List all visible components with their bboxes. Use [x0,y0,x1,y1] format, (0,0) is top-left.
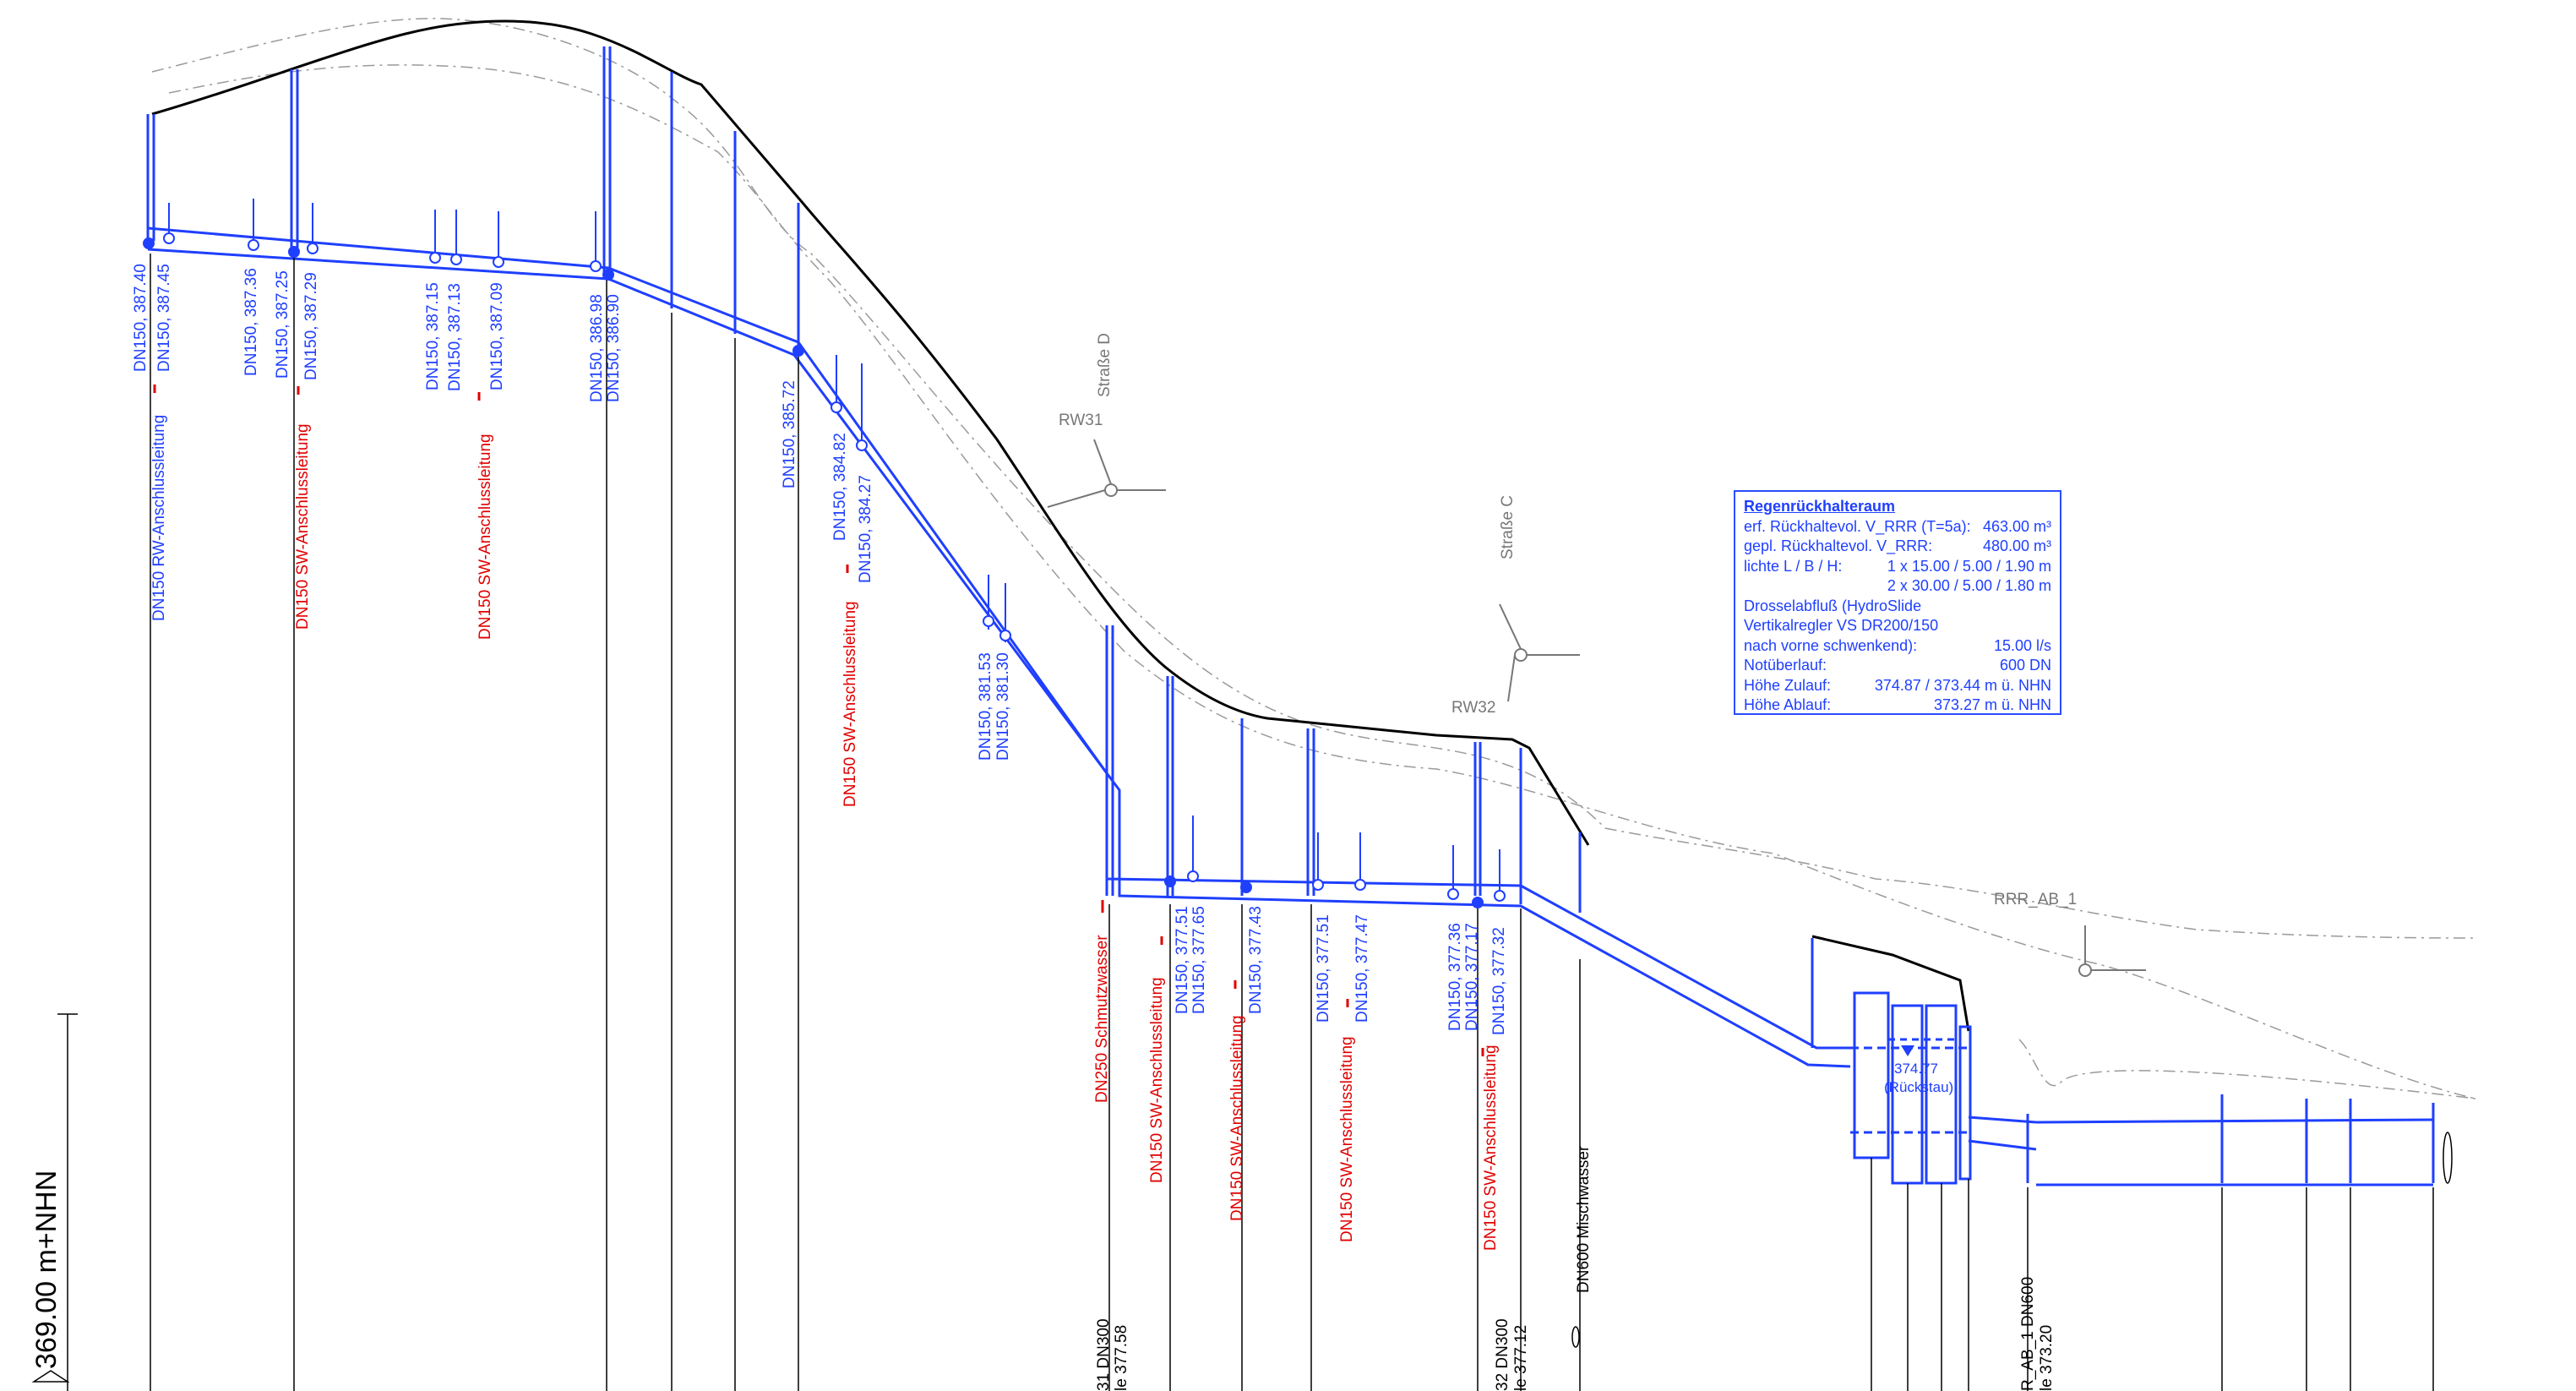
dn600-label: DN600 Mischwasser [1575,1145,1593,1293]
bottom-label: R_AB_1 DN600 [2019,1277,2037,1391]
station-verticals [67,254,2434,1391]
retention-box-row: erf. Rückhaltevol. V_RRR (T=5a): 463.00 m… [1744,517,2051,537]
bottom-label: le 377.12 [1512,1325,1530,1391]
dn250-label: DN250 Schmutzwasser [1093,935,1111,1103]
retention-box-row: Notüberlauf: 600 DN [1744,656,2051,676]
manholes [146,46,2435,1183]
retention-box-row: Höhe Zulauf: 374.87 / 373.44 m ü. NHN [1744,676,2051,696]
node-label-rw32: RW32 [1451,699,1495,717]
dn600-oval [1571,1326,1580,1348]
retention-row-value: 480.00 m³ [1982,537,2051,554]
manhole-dots [143,237,1484,908]
connection-label: DN150, 387.45 [155,264,173,372]
retention-box-rows: erf. Rückhaltevol. V_RRR (T=5a): 463.00 m… [1744,517,2051,716]
bottom-label: le 373.20 [2038,1325,2056,1391]
connection-label: DN150, 377.51 [1315,914,1332,1023]
node-markers [1047,439,2146,977]
water-level-value: 374.77 [1894,1061,1938,1077]
retention-box-row: gepl. Rückhaltevol. V_RRR: 480.00 m³ [1744,537,2051,557]
connection-label: DN150, 386.90 [605,294,623,402]
connection-label: DN150, 381.53 [977,652,994,761]
node-label-rw31: RW31 [1059,412,1103,429]
retention-row-value: 374.87 / 373.44 m ü. NHN [1874,676,2051,694]
retention-row-label: Notüberlauf: [1744,657,1827,674]
retention-row-label: Höhe Zulauf: [1744,676,1832,694]
rw-connection-label: DN150 RW-Anschlussleitung [150,415,168,621]
connection-label: DN150, 377.17 [1463,923,1481,1031]
connection-label: DN150, 387.36 [242,268,260,376]
elevation-label: 369.00 m+NHN [30,1170,63,1369]
retention-row-value: 463.00 m³ [1982,517,2051,535]
connection-label: DN150, 377.43 [1247,906,1265,1014]
connection-label: DN150, 387.15 [424,282,442,390]
retention-row-value: 373.27 m ü. NHN [1933,696,2051,713]
connection-label: DN150, 387.29 [302,272,320,380]
sw-connection-label: DN150 SW-Anschlussleitung [1148,977,1166,1183]
sw-connection-label: DN150 SW-Anschlussleitung [1338,1036,1356,1242]
node-label-rrr-ab-1: RRR_AB_1 [1994,891,2077,908]
retention-row-label: erf. Rückhaltevol. V_RRR (T=5a): [1744,517,1971,535]
sw-connection-label: DN150 SW-Anschlussleitung [294,423,312,630]
sw-connection-label: DN150 SW-Anschlussleitung [841,601,859,807]
connection-label: DN150, 384.82 [831,433,849,541]
pipe-end-oval [2443,1132,2453,1184]
retention-row-label: Vertikalregler VS DR200/150 [1744,617,1939,634]
retention-row-value: 2 x 30.00 / 5.00 / 1.80 m [1887,577,2051,594]
connection-label: DN150, 387.40 [132,264,150,372]
connection-label: DN150, 381.30 [994,652,1012,761]
sw-connection-label: DN150 SW-Anschlussleitung [477,434,494,640]
connection-label: DN150, 387.13 [446,283,464,391]
connection-label: DN150, 377.47 [1353,914,1371,1023]
retention-row-value: 15.00 l/s [1993,636,2051,654]
water-level-note: (Rückstau) [1884,1079,1953,1095]
bottom-label: 31 DN300 [1095,1318,1113,1391]
water-level-marker [1901,1045,1914,1056]
retention-box-row: nach vorne schwenkend): 15.00 l/s [1744,636,2051,657]
bottom-label: 32 DN300 [1494,1318,1511,1391]
retention-row-value: 600 DN [1999,657,2051,674]
elevation-marker [31,1013,78,1383]
retention-box-row: lichte L / B / H: 1 x 15.00 / 5.00 / 1.90… [1744,557,2051,577]
retention-row-value: 1 x 15.00 / 5.00 / 1.90 m [1887,557,2051,575]
sw-connection-label: DN150 SW-Anschlussleitung [1482,1045,1500,1251]
retention-row-label: Höhe Ablauf: [1744,696,1832,713]
sw-connection-label: DN150 SW-Anschlussleitung [1228,1015,1246,1221]
retention-info-box: Regenrückhalteraum erf. Rückhaltevol. V_… [1734,490,2061,715]
connection-label: DN150, 377.65 [1190,906,1208,1014]
existing-terrain-lines [151,18,2476,1099]
retention-box-row: Vertikalregler VS DR200/150 [1744,616,2051,636]
retention-row-label: nach vorne schwenkend): [1744,636,1918,654]
connection-label: DN150, 387.09 [488,282,506,390]
connection-labels: DN150, 387.40 DN150, 387.45 DN150, 387.3… [132,264,1508,1035]
connection-label: DN150, 385.72 [781,380,798,488]
sewage-dash-markers [153,385,1484,1056]
retention-row-label: gepl. Rückhaltevol. V_RRR: [1744,537,1933,554]
connection-label: DN150, 377.36 [1446,923,1464,1031]
connection-label: DN150, 377.51 [1174,906,1191,1014]
retention-box-row: Drosselabfluß (HydroSlide [1744,597,2051,617]
retention-row-label: Drosselabfluß (HydroSlide [1744,597,1922,614]
street-label-d: Straße D [1096,333,1114,397]
connection-stubs [163,199,1506,902]
connection-label: DN150, 377.32 [1490,927,1508,1035]
connection-label: DN150, 386.98 [588,294,606,402]
retention-box-row: Höhe Ablauf: 373.27 m ü. NHN [1744,696,2051,716]
retention-box-title: Regenrückhalteraum [1744,498,1896,515]
planned-terrain-line [151,19,1970,1032]
bottom-label: le 377.58 [1113,1325,1130,1391]
street-label-c: Straße C [1499,495,1517,559]
retention-box-row: 2 x 30.00 / 5.00 / 1.80 m [1744,576,2051,597]
connection-label: DN150, 387.25 [274,270,291,379]
connection-label: DN150, 384.27 [857,475,874,583]
retention-row-label: lichte L / B / H: [1744,557,1843,575]
